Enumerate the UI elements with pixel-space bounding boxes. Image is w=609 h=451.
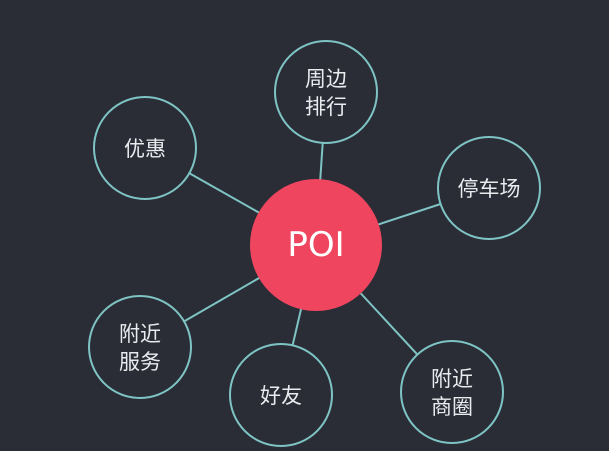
node-nearby-service-line2: 服务 (119, 350, 161, 374)
connector-lines (183, 142, 441, 356)
node-nearby-business-circle (400, 340, 504, 444)
node-nearby-business: 附近 商圈 (400, 340, 504, 444)
node-nearby-business-line2: 商圈 (431, 395, 473, 419)
connector-nearby-business (357, 289, 419, 356)
node-discount-line1: 优惠 (124, 137, 166, 161)
node-nearby-ranking: 周边 排行 (274, 40, 378, 144)
node-nearby-ranking-circle (274, 40, 378, 144)
node-nearby-ranking-line2: 排行 (305, 95, 347, 119)
center-label: POI (287, 225, 344, 265)
node-friends: 好友 (229, 343, 333, 447)
node-nearby-business-line1: 附近 (431, 367, 473, 391)
node-parking-line1: 停车场 (458, 177, 521, 201)
node-nearby-service-line1: 附近 (119, 322, 161, 346)
node-nearby-service-circle (88, 295, 192, 399)
node-friends-circle (229, 343, 333, 447)
node-friends-line1: 好友 (260, 384, 302, 408)
connector-discount (188, 172, 263, 216)
connector-parking (374, 203, 441, 227)
node-nearby-service: 附近 服务 (88, 295, 192, 399)
node-parking-circle (437, 136, 541, 240)
node-parking: 停车场 (437, 136, 541, 240)
node-nearby-ranking-line1: 周边 (305, 67, 347, 91)
connector-nearby-service (183, 275, 263, 323)
satellite-nodes: 周边 排行 优惠 停车场 附近 服务 好友 附近 (88, 40, 541, 447)
node-discount: 优惠 (93, 96, 197, 200)
connector-friends (291, 305, 303, 346)
center-node: POI (250, 179, 382, 311)
connector-nearby-ranking (319, 142, 324, 184)
center-circle (250, 179, 382, 311)
node-discount-circle (93, 96, 197, 200)
